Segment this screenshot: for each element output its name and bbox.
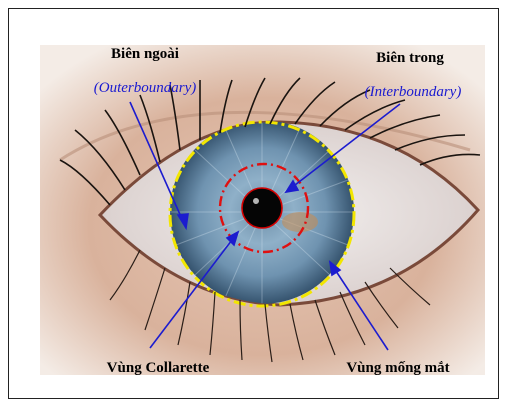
label-inner-boundary-en: (Interboundary) — [365, 84, 462, 100]
top-label-band — [10, 9, 497, 45]
label-inner-boundary: Biên trong — [376, 50, 444, 66]
label-iris-region: Vùng mống mắt — [346, 360, 449, 376]
bottom-label-band — [10, 376, 497, 396]
pupil-highlight — [253, 198, 259, 204]
label-collarette: Vùng Collarette — [107, 360, 210, 376]
pupil — [242, 188, 282, 228]
iris-freckle — [282, 212, 318, 232]
label-outer-boundary: Biên ngoài — [111, 46, 179, 62]
label-outer-boundary-en: (Outerboundary) — [94, 80, 196, 96]
